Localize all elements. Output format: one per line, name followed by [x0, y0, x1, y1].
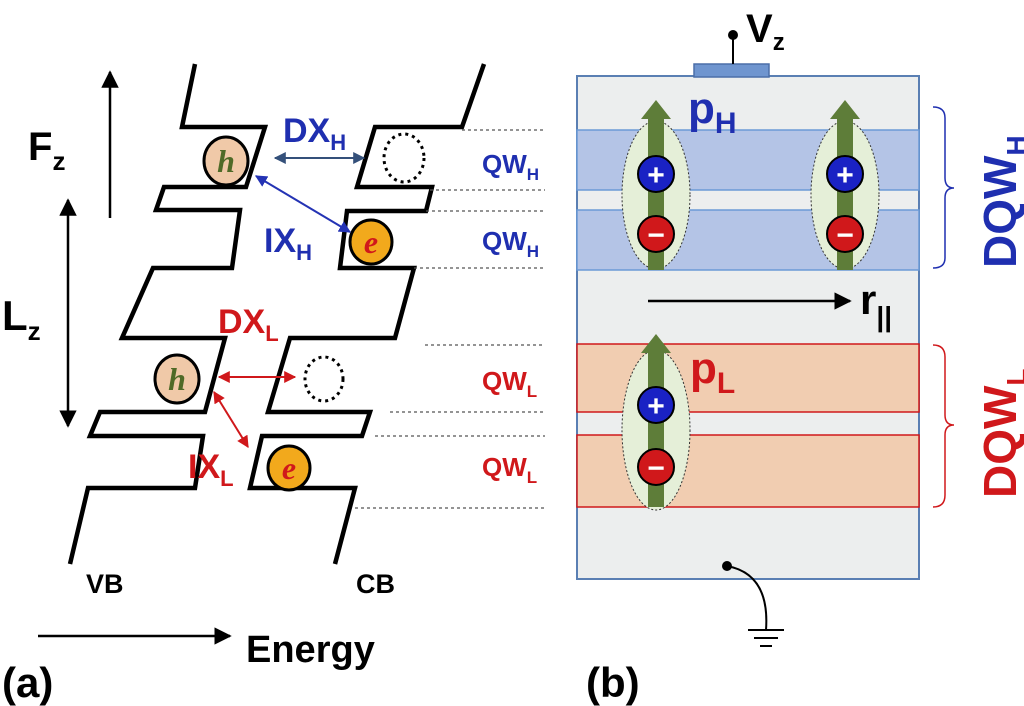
dqw-h-brace	[932, 106, 955, 269]
r-parallel-label: r||	[860, 276, 892, 332]
svg-text:e: e	[282, 450, 296, 486]
svg-text:+: +	[647, 390, 665, 423]
dqw-l-brace	[932, 344, 955, 508]
panel-b: Vz + − + −	[576, 7, 1024, 706]
dipole-l: + −	[621, 334, 691, 511]
p-h-label: pH	[688, 84, 737, 140]
svg-text:−: −	[836, 219, 854, 252]
dx-h-label: DXH	[283, 112, 346, 155]
panel-a: Fz Lz h h e	[2, 63, 545, 706]
voltage-label: Vz	[746, 7, 785, 56]
length-label: Lz	[2, 292, 41, 346]
top-gate	[693, 63, 770, 78]
svg-text:e: e	[364, 224, 378, 260]
empty-state-upper	[382, 132, 426, 184]
p-l-label: pL	[690, 344, 735, 400]
hole-lower: h	[153, 353, 201, 405]
svg-text:+: +	[836, 159, 854, 192]
qw-l-label-2: QWL	[482, 452, 537, 487]
ix-h-label: IXH	[264, 222, 312, 265]
valence-band-profile	[67, 63, 269, 565]
qw-l-label-1: QWL	[482, 366, 537, 401]
energy-label: Energy	[246, 629, 375, 671]
qw-h-label-2: QWH	[482, 226, 539, 261]
electron-upper: e	[348, 218, 394, 266]
panel-a-label: (a)	[2, 659, 53, 706]
dipole-h-left: + −	[621, 100, 691, 270]
svg-text:h: h	[217, 143, 235, 179]
svg-text:h: h	[168, 361, 186, 397]
field-label: Fz	[28, 125, 65, 176]
ground-contact	[722, 561, 784, 647]
dqw-l-label: DQWL	[974, 368, 1024, 498]
cb-label: CB	[356, 569, 395, 599]
electron-lower: e	[266, 444, 312, 492]
dipole-h-right: + −	[810, 100, 880, 270]
hole-upper: h	[202, 135, 250, 187]
vb-label: VB	[86, 569, 124, 599]
svg-text:−: −	[647, 219, 665, 252]
svg-text:−: −	[647, 452, 665, 485]
voltage-terminal	[728, 30, 738, 40]
dx-l-label: DXL	[218, 303, 279, 346]
ix-l-arrow	[213, 390, 249, 449]
level-lines	[355, 129, 545, 509]
ix-h-arrow	[254, 175, 352, 233]
panel-b-label: (b)	[586, 659, 640, 706]
ix-l-label: IXL	[188, 448, 234, 491]
dqw-h-label: DQWH	[974, 135, 1024, 268]
empty-state-lower	[303, 355, 345, 403]
qw-h-label-1: QWH	[482, 149, 539, 184]
svg-text:+: +	[647, 159, 665, 192]
conduction-band-profile	[247, 63, 487, 565]
